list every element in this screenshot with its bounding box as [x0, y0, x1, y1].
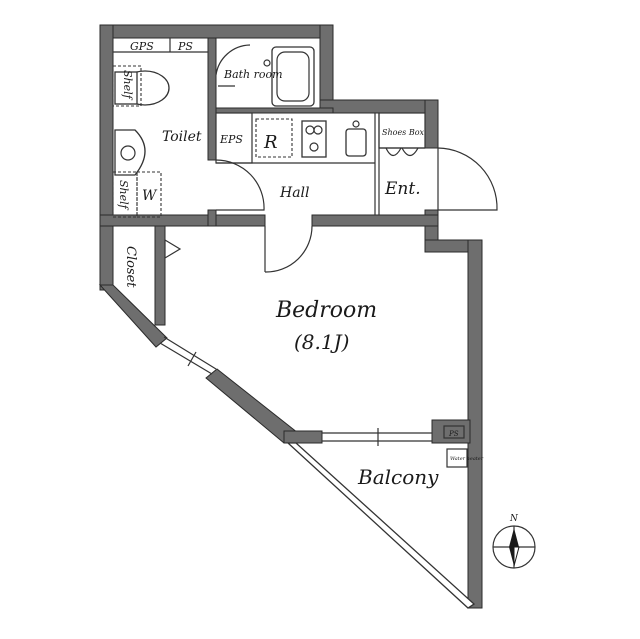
doors [215, 44, 498, 273]
ps-box-balcony [443, 425, 465, 439]
kitchen-sink [345, 128, 367, 157]
bathtub [271, 46, 315, 107]
washer-box [136, 171, 162, 218]
water-heater-box [446, 448, 468, 468]
ps-balcony-label: PS [448, 430, 459, 438]
eps-label: EPS [219, 133, 243, 146]
refrigerator-label: R [263, 132, 278, 153]
bedroom-size-label: (8.1J) [294, 330, 349, 354]
entrance-label: Ent. [384, 179, 421, 199]
washer-label: W [142, 188, 158, 204]
shoes-box-label: Shoes Box [382, 128, 425, 137]
ps-top-label: PS [177, 40, 193, 53]
closet-label: Closet [123, 246, 138, 288]
water-heater-label: Water heater [450, 456, 484, 462]
shelf-upper-box [112, 65, 142, 107]
shelf-upper-label: Shelf [121, 70, 134, 101]
stove [301, 120, 327, 158]
toilet-label: Toilet [162, 129, 202, 145]
compass: N [492, 514, 536, 569]
washbasin [114, 129, 146, 176]
compass-north-label: N [509, 514, 519, 524]
bedroom-label: Bedroom [275, 298, 377, 323]
bathroom-label: Bath room [223, 68, 283, 81]
hall-label: Hall [279, 185, 310, 201]
gps-label: GPS [130, 40, 154, 53]
shelf-lower-label: Shelf [117, 180, 130, 211]
refrigerator-box [255, 118, 293, 158]
fixtures [112, 46, 468, 468]
balcony-label: Balcony [357, 465, 439, 489]
